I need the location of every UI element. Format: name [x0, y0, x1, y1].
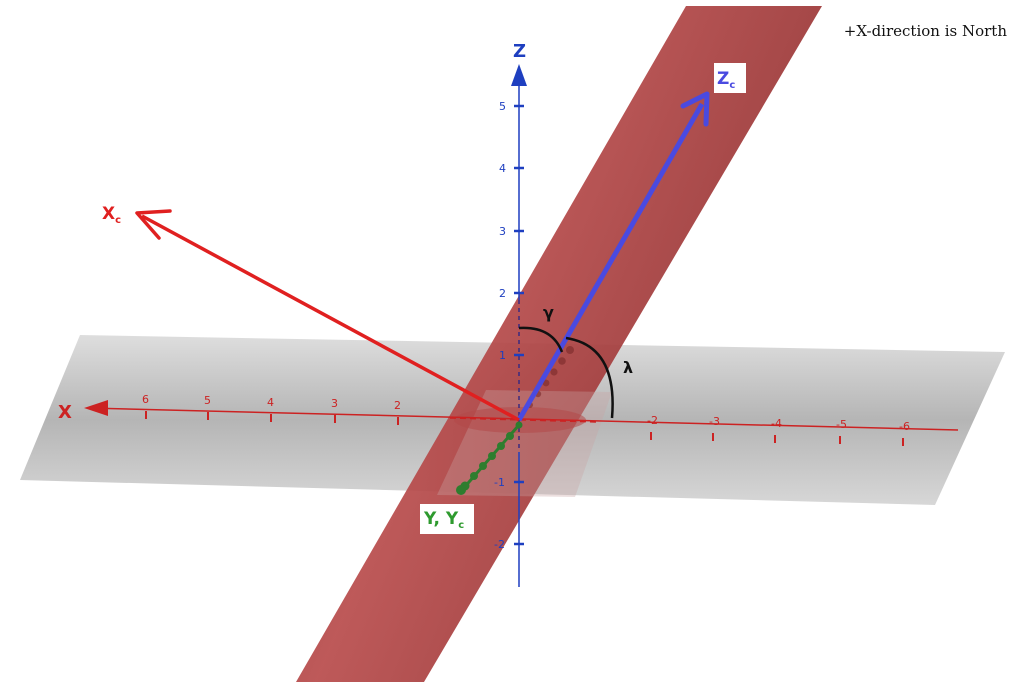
- zc-vector: [516, 91, 710, 422]
- svg-text:Zc: Zc: [717, 69, 735, 91]
- x-axis-tick-label: 6: [142, 393, 149, 406]
- z-axis-tick-label: 3: [499, 225, 506, 238]
- yc-label: Y, Yc: [420, 504, 474, 534]
- svg-text:Y, Yc: Y, Yc: [423, 509, 464, 531]
- lambda-label: λ: [623, 358, 633, 377]
- z-axis-label: Z: [513, 41, 526, 62]
- x-axis-tick-label: -4: [771, 417, 782, 430]
- zc-label: Zc: [714, 63, 746, 93]
- x-axis-arrowhead: [84, 400, 108, 416]
- lambda-arc: [565, 336, 614, 419]
- y-axis: [456, 421, 523, 495]
- x-axis-tick-label: 2: [394, 399, 401, 412]
- z-axis: Z: [511, 41, 527, 587]
- north-direction-note: +X-direction is North: [843, 22, 1007, 40]
- z-axis-tick-label: -1: [494, 476, 505, 489]
- z-axis-tick-label: 2: [499, 287, 506, 300]
- x-axis-tick-label: 3: [331, 397, 338, 410]
- x-axis-label: X: [58, 402, 72, 423]
- x-axis-tick-label: -6: [899, 420, 910, 433]
- x-axis-tick-label: -2: [647, 414, 658, 427]
- gamma-label: γ: [543, 303, 554, 322]
- x-axis: X: [58, 400, 959, 431]
- x-axis-tick-label: 5: [204, 394, 211, 407]
- z-axis-tick-label: 4: [499, 162, 506, 175]
- xc-vector: [135, 209, 520, 422]
- xc-label: Xc: [102, 204, 121, 226]
- z-axis-tick-label: 1: [499, 349, 506, 362]
- z-axis-tick-label: 5: [499, 100, 506, 113]
- z-axis-arrowhead: [511, 64, 527, 86]
- x-axis-tick-label: -5: [836, 418, 847, 431]
- z-axis-tick-label: -2: [494, 538, 505, 551]
- x-axis-tick-label: 4: [267, 396, 274, 409]
- x-axis-tick-label: -3: [709, 415, 720, 428]
- gamma-arc: [518, 326, 564, 353]
